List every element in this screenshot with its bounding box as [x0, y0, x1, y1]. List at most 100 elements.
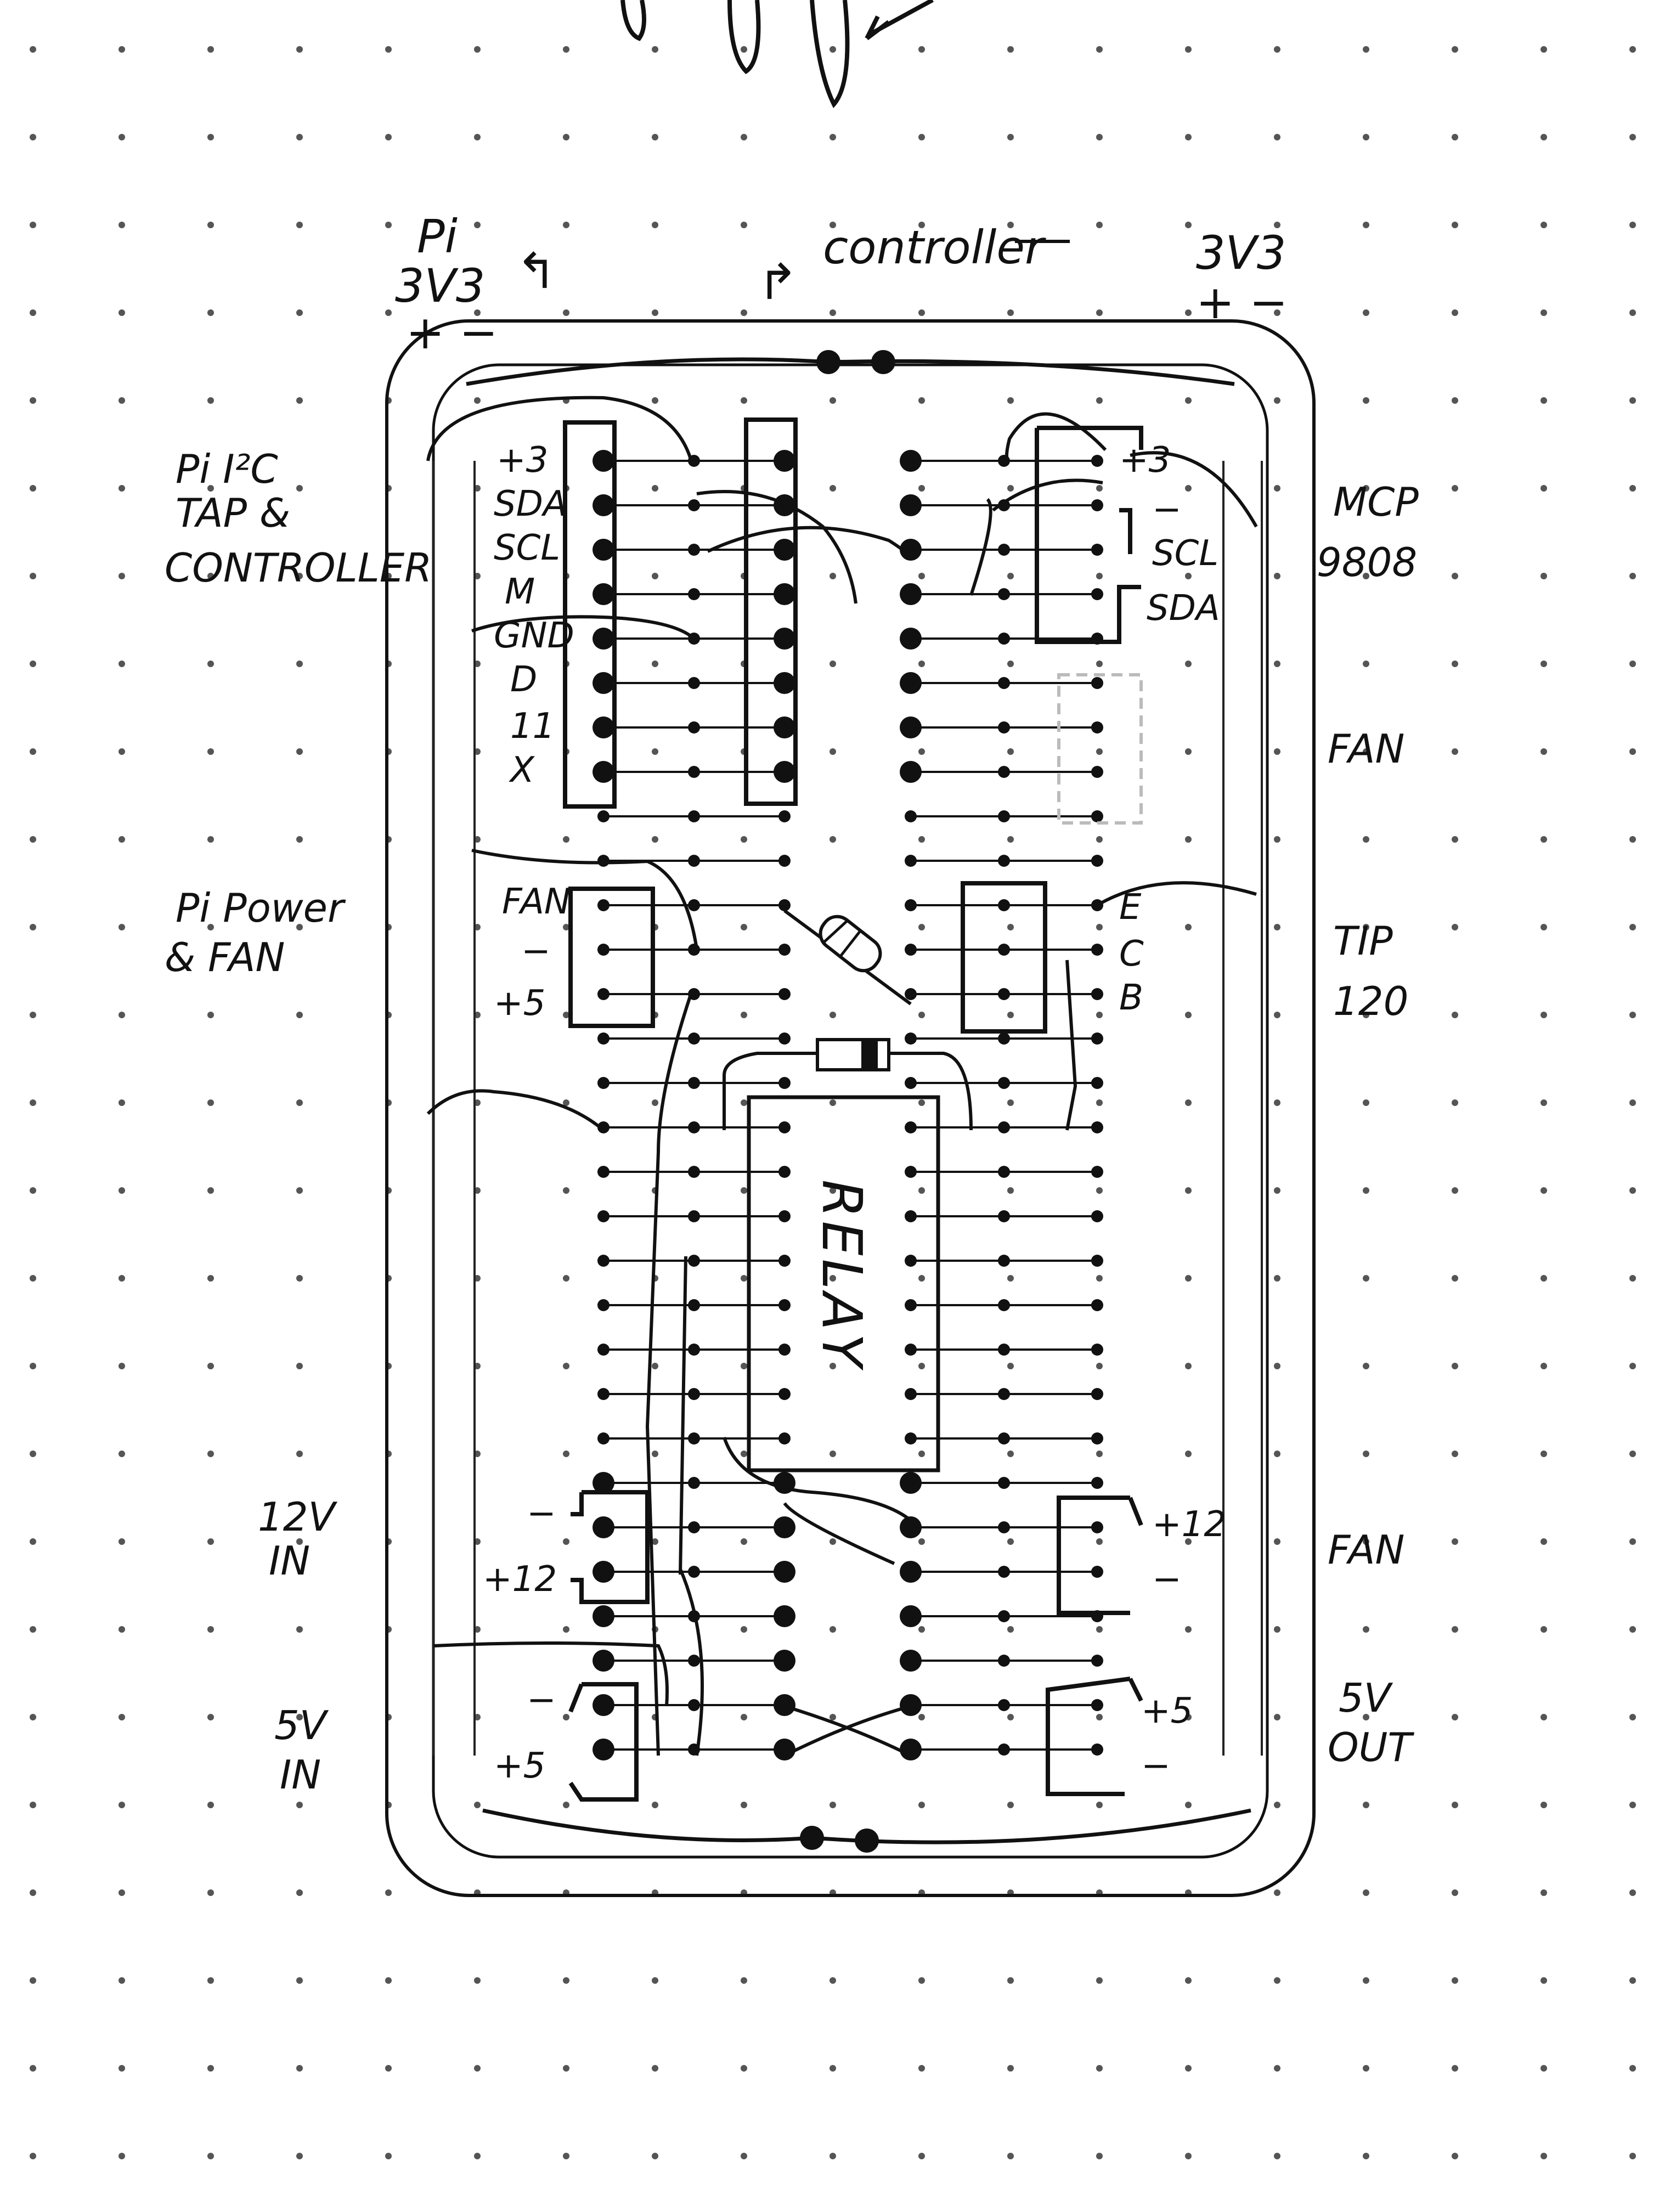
grid-dot [563, 1451, 569, 1457]
grid-dot [207, 661, 214, 667]
grid-dot [563, 1012, 569, 1018]
grid-dot [1363, 1538, 1369, 1545]
strip-hole [774, 583, 795, 605]
grid-dot [296, 134, 303, 140]
grid-dot [1274, 573, 1280, 579]
grid-dot [474, 1977, 481, 1984]
grid-dot [652, 748, 658, 755]
grid-dot [296, 1363, 303, 1369]
strip-hole [597, 1388, 610, 1400]
strip-hole [905, 1255, 917, 1267]
strip-hole [774, 1739, 795, 1760]
strip-hole [688, 1432, 700, 1444]
grid-dot [1185, 46, 1192, 53]
grid-dot [119, 1626, 125, 1633]
grid-dot [119, 397, 125, 404]
label-12v-in-2: IN [269, 1538, 310, 1584]
label-fan-faint: FAN [1328, 726, 1404, 772]
grid-dot [1452, 661, 1458, 667]
grid-dot [1096, 924, 1103, 930]
strip-hole [778, 1344, 791, 1356]
grid-dot [1452, 1363, 1458, 1369]
grid-dot [30, 1099, 36, 1106]
strip-hole [998, 1610, 1010, 1622]
strip-hole [597, 1344, 610, 1356]
strip-hole [778, 899, 791, 911]
grid-dot [207, 1275, 214, 1282]
grid-dot [1629, 2153, 1636, 2159]
strip-hole [1091, 677, 1103, 689]
strip-hole [998, 1299, 1010, 1311]
strip-hole [998, 1344, 1010, 1356]
grid-dot [30, 1626, 36, 1633]
out5-pin-label: − [1141, 1746, 1171, 1786]
strip-hole [688, 855, 700, 867]
strip-hole [592, 761, 614, 783]
strip-hole [1091, 1255, 1103, 1267]
strip-hole [998, 633, 1010, 645]
strip-hole [900, 539, 922, 561]
strip-hole [688, 1077, 700, 1089]
grid-dot [1185, 134, 1192, 140]
grid-dot [207, 748, 214, 755]
grid-dot [207, 2065, 214, 2072]
grid-dot [207, 1626, 214, 1633]
grid-dot [563, 924, 569, 930]
header-left-pi: Pi [417, 210, 458, 263]
grid-dot [296, 1889, 303, 1896]
grid-dot [1096, 661, 1103, 667]
grid-dot [918, 836, 925, 843]
grid-dot [563, 134, 569, 140]
board-outline-outer [385, 319, 1316, 1897]
grid-dot [296, 573, 303, 579]
grid-dot [830, 485, 836, 492]
header-controller-arrow: ↱ [757, 253, 798, 311]
strip-hole [900, 1472, 922, 1494]
grid-dot [1629, 1275, 1636, 1282]
grid-dot [30, 836, 36, 843]
strip-hole [1091, 1032, 1103, 1045]
strip-hole [778, 1432, 791, 1444]
grid-dot [207, 2153, 214, 2159]
grid-dot [741, 2153, 747, 2159]
strip-hole [998, 1566, 1010, 1578]
grid-dot [207, 924, 214, 930]
grid-dot [1274, 309, 1280, 316]
strip-hole [1091, 1121, 1103, 1133]
grid-dot [1363, 134, 1369, 140]
strip-hole [905, 1032, 917, 1045]
grid-dot [918, 1626, 925, 1633]
strip-hole [597, 1432, 610, 1444]
strip-hole [1091, 588, 1103, 600]
grid-dot [1629, 134, 1636, 140]
grid-dot [207, 1012, 214, 1018]
grid-dot [1452, 1099, 1458, 1106]
grid-dot [119, 1714, 125, 1720]
grid-dot [1363, 1802, 1369, 1808]
header-right-polarity: + − [1196, 275, 1288, 329]
grid-dot [1096, 46, 1103, 53]
grid-dot [563, 1538, 569, 1545]
in12-pin-label: +12 [483, 1559, 557, 1600]
grid-dot [119, 573, 125, 579]
grid-dot [119, 1012, 125, 1018]
grid-dot [1096, 1275, 1103, 1282]
grid-dot [1541, 485, 1547, 492]
grid-dot [207, 397, 214, 404]
grid-dot [741, 836, 747, 843]
grid-dot [30, 2065, 36, 2072]
strip-hole [1091, 1699, 1103, 1711]
grid-dot [741, 1802, 747, 1808]
grid-dot [1629, 1451, 1636, 1457]
grid-dot [918, 661, 925, 667]
label-fan-right: FAN [1328, 1527, 1404, 1573]
strip-hole [900, 450, 922, 472]
strip-hole [905, 988, 917, 1000]
grid-dot [741, 1977, 747, 1984]
grid-dot [1541, 1714, 1547, 1720]
strip-hole [592, 1472, 614, 1494]
grid-dot [830, 1012, 836, 1018]
grid-dot [30, 661, 36, 667]
grid-dot [1629, 1626, 1636, 1633]
